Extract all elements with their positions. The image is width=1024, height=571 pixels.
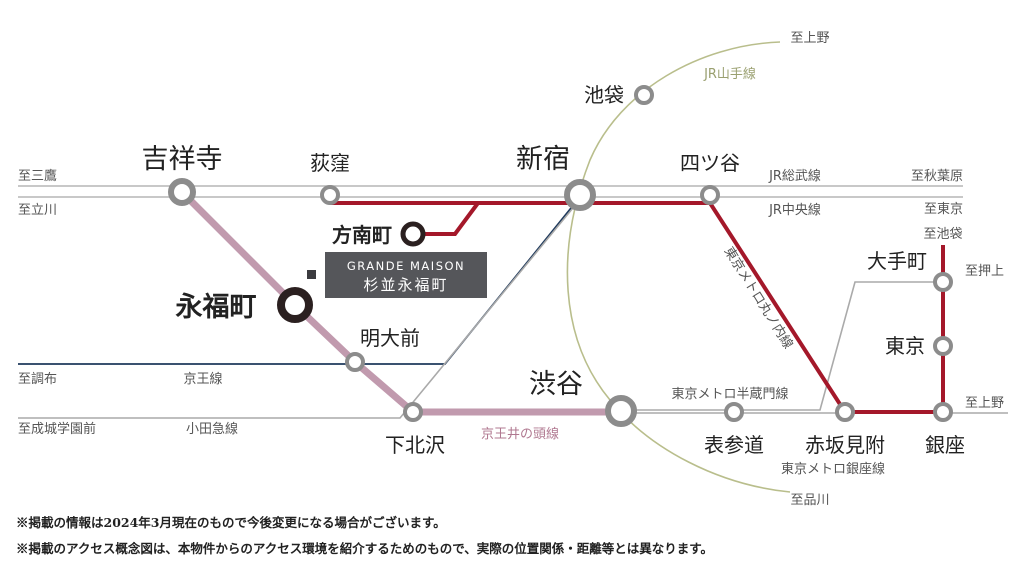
label-ikebukuro: 池袋	[584, 83, 624, 107]
property-name-en: GRANDE MAISON	[347, 259, 465, 273]
label-honancho: 方南町	[332, 223, 392, 247]
hanzomon-line	[622, 281, 940, 411]
station-akasakamitsuke-marker	[835, 402, 855, 422]
label-eifukucho: 永福町	[175, 292, 257, 323]
dir-oshiage: 至押上	[965, 264, 1004, 279]
label-meidaimae: 明大前	[360, 326, 420, 350]
station-ginza-marker	[933, 402, 953, 422]
label-shibuya: 渋谷	[529, 369, 583, 400]
label-shimokitazawa: 下北沢	[385, 433, 445, 457]
note-info-date: ※掲載の情報は2024年3月現在のもので今後変更になる場合がございます。	[16, 515, 446, 530]
station-omotesando-marker	[724, 402, 744, 422]
label-akasakamitsuke: 赤坂見附	[805, 433, 885, 457]
label-omotesando: 表参道	[704, 433, 764, 457]
label-tokyo: 東京	[885, 334, 925, 358]
note-concept-map: ※掲載のアクセス概念図は、本物件からのアクセス環境を紹介するためのもので、実際の…	[16, 541, 714, 556]
line-label-keio: 京王線	[183, 371, 222, 387]
station-kichijoji-marker	[168, 178, 196, 206]
line-label-marunouchi: 東京メトロ丸ノ内線	[721, 244, 797, 352]
marunouchi-branch	[413, 201, 480, 236]
property-pin	[307, 270, 316, 279]
line-label-inokashira: 京王井の頭線	[481, 426, 559, 442]
station-eifukucho-marker	[277, 287, 313, 323]
dir-akihabara: 至秋葉原	[911, 169, 963, 184]
station-shibuya-marker	[605, 395, 637, 427]
station-ogikubo-marker	[320, 185, 340, 205]
dir-shinagawa: 至品川	[790, 493, 829, 508]
station-ikebukuro-marker	[634, 85, 654, 105]
property-name-ja: 杉並永福町	[363, 276, 448, 294]
label-shinjuku: 新宿	[516, 144, 570, 175]
yamanote-line	[566, 41, 791, 493]
station-tokyo-marker	[933, 336, 953, 356]
label-kichijoji: 吉祥寺	[142, 144, 223, 175]
station-otemachi-marker	[933, 272, 953, 292]
station-yotsuya-marker	[700, 185, 720, 205]
label-yotsuya: 四ツ谷	[680, 151, 740, 175]
station-honancho-marker	[400, 221, 426, 247]
dir-tachikawa: 至立川	[18, 203, 57, 218]
dir-ueno-right: 至上野	[965, 396, 1004, 411]
station-shinjuku-marker	[564, 179, 596, 211]
line-label-chuo: JR中央線	[768, 202, 821, 218]
dir-mitaka: 至三鷹	[18, 169, 57, 184]
line-label-hanzomon: 東京メトロ半蔵門線	[671, 386, 788, 402]
dir-seijogakuen: 至成城学園前	[18, 421, 96, 437]
line-label-sobu: JR総武線	[768, 168, 821, 184]
label-ginza: 銀座	[925, 433, 965, 457]
dir-tokyo: 至東京	[924, 201, 963, 217]
line-label-ginza: 東京メトロ銀座線	[781, 461, 885, 477]
keio-line	[18, 196, 581, 365]
label-ogikubo: 荻窪	[310, 151, 350, 175]
line-label-odakyu: 小田急線	[186, 421, 238, 437]
line-label-yamanote: JR山手線	[703, 66, 756, 82]
dir-chofu: 至調布	[18, 372, 57, 387]
property-box[interactable]	[325, 252, 487, 298]
label-otemachi: 大手町	[867, 249, 927, 273]
station-shimokitazawa-marker	[403, 402, 423, 422]
dir-ikebukuro: 至池袋	[923, 227, 962, 242]
dir-ueno-top: 至上野	[790, 31, 829, 46]
odakyu-line	[18, 196, 583, 419]
station-meidaimae-marker	[345, 352, 365, 372]
